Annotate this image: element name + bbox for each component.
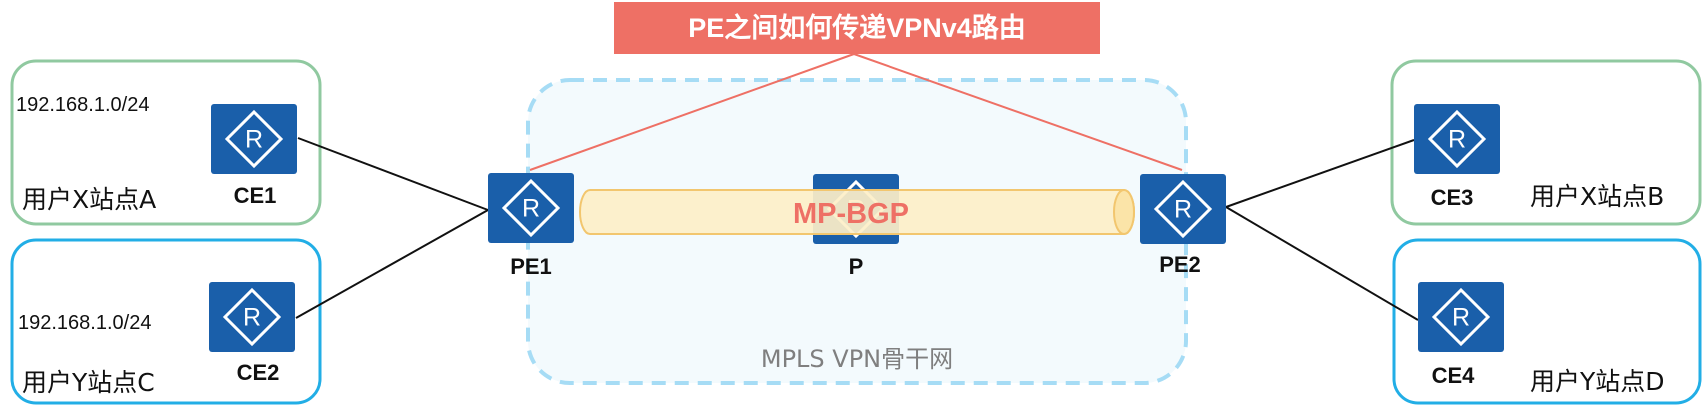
- site-box-d: [1392, 238, 1702, 405]
- page-title: PE之间如何传递VPNv4路由: [688, 12, 1026, 43]
- router-icon: [209, 102, 299, 176]
- subnet-site-c: 192.168.1.0/24: [18, 312, 151, 334]
- site-name-d: 用户Y站点D: [1530, 367, 1665, 396]
- router-label-ce3: CE3: [1431, 185, 1474, 210]
- site-name-b: 用户X站点B: [1530, 182, 1664, 211]
- router-icon: [1416, 280, 1506, 354]
- link-ce1-pe1: [297, 137, 489, 211]
- router-icon: [1412, 102, 1502, 176]
- subnet-site-a: 192.168.1.0/24: [16, 94, 149, 116]
- site-name-c: 用户Y站点C: [22, 368, 155, 397]
- mp-bgp-label: MP-BGP: [793, 198, 909, 230]
- router-label-p: P: [849, 254, 864, 279]
- link-pe2-ce3: [1225, 139, 1415, 208]
- router-label-ce1: CE1: [234, 183, 277, 208]
- title-box: [614, 2, 1100, 54]
- router-pe1[interactable]: [486, 171, 576, 245]
- site-name-a: 用户X站点A: [22, 185, 156, 214]
- router-ce3[interactable]: [1412, 102, 1502, 176]
- router-pe2[interactable]: [1138, 172, 1228, 246]
- title-to-pe1-line: [529, 53, 855, 171]
- link-ce2-pe1: [295, 209, 489, 319]
- router-label-pe2: PE2: [1159, 252, 1201, 277]
- title-to-pe2-line: [853, 53, 1183, 171]
- link-pe2-ce4: [1225, 206, 1419, 321]
- router-icon: [1138, 172, 1228, 246]
- backbone-label: MPLS VPN骨干网: [761, 345, 953, 373]
- site-box-c: [10, 238, 322, 405]
- router-label-ce2: CE2: [237, 360, 280, 385]
- router-icon: [207, 280, 297, 354]
- router-ce2[interactable]: [207, 280, 297, 354]
- site-box-b: [1390, 59, 1702, 226]
- router-label-ce4: CE4: [1432, 363, 1476, 388]
- router-ce1[interactable]: [209, 102, 299, 176]
- router-ce4[interactable]: [1416, 280, 1506, 354]
- site-box-a: [10, 59, 322, 226]
- router-icon: [486, 171, 576, 245]
- router-label-pe1: PE1: [510, 254, 552, 279]
- mp-bgp-tunnel: [579, 189, 1135, 235]
